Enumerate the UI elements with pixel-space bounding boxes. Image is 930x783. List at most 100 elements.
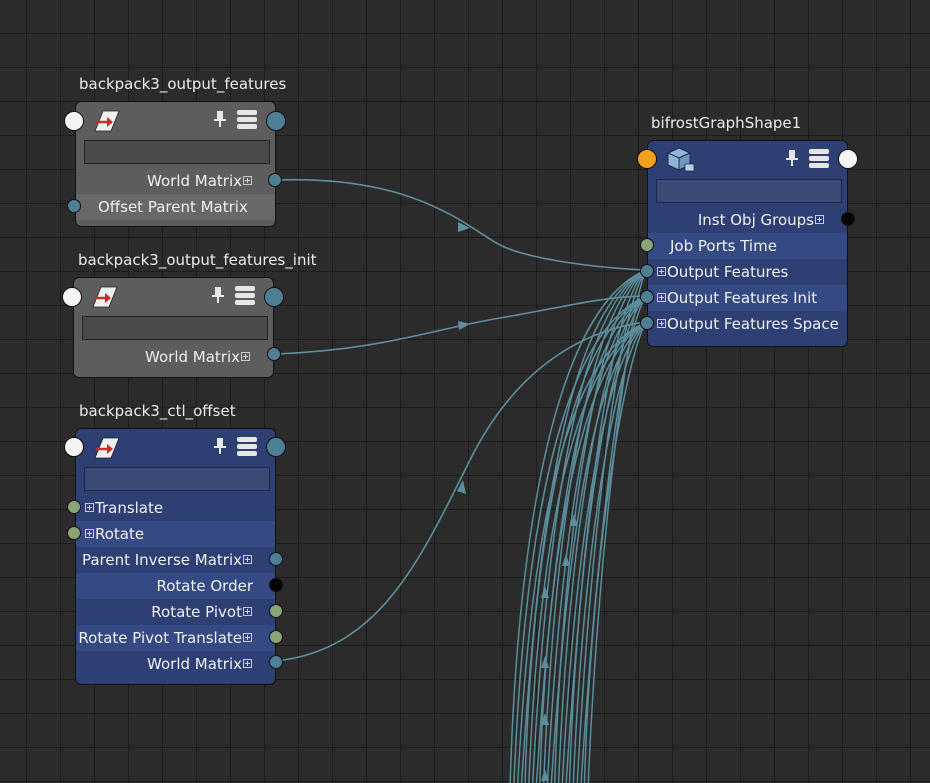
attribute-stack-icon[interactable] bbox=[235, 285, 255, 305]
bundle-wire[interactable] bbox=[554, 269, 647, 783]
port-inst-obj-groups-out[interactable] bbox=[841, 212, 855, 226]
port-parent-inverse-matrix-out[interactable] bbox=[269, 552, 283, 566]
node-name-field[interactable] bbox=[82, 316, 268, 340]
expand-icon[interactable] bbox=[85, 503, 94, 512]
wire-output-features[interactable] bbox=[275, 178, 646, 271]
bundle-wire[interactable] bbox=[520, 269, 647, 783]
bundle-wire[interactable] bbox=[546, 295, 647, 783]
input-port[interactable] bbox=[637, 149, 657, 169]
bundle-wire[interactable] bbox=[580, 295, 647, 783]
wire-arrow bbox=[458, 321, 470, 330]
attr-label: Output Features bbox=[667, 263, 789, 281]
transform-arrow-icon bbox=[92, 286, 118, 308]
attr-label: Inst Obj Groups bbox=[697, 211, 814, 229]
wire-output-features-space[interactable] bbox=[275, 321, 646, 662]
pin-icon[interactable] bbox=[211, 286, 225, 304]
node-name-field[interactable] bbox=[656, 179, 842, 203]
expand-icon[interactable] bbox=[657, 267, 666, 276]
attr-row-rotate-pivot[interactable]: Rotate Pivot bbox=[76, 599, 275, 625]
port-world-matrix-out[interactable] bbox=[267, 347, 281, 361]
wire-arrow bbox=[541, 713, 549, 725]
port-rotate-pivot-translate-out[interactable] bbox=[269, 630, 283, 644]
expand-icon[interactable] bbox=[85, 529, 94, 538]
output-port[interactable] bbox=[838, 149, 858, 169]
node-ctl-offset[interactable]: Translate Rotate Parent Inverse Matrix R… bbox=[75, 428, 276, 685]
port-world-matrix-out[interactable] bbox=[269, 655, 283, 669]
pin-icon[interactable] bbox=[785, 149, 799, 167]
node-bifrost-graph-shape[interactable]: Inst Obj Groups Job Ports Time Output Fe… bbox=[647, 140, 848, 347]
output-port[interactable] bbox=[266, 111, 286, 131]
attr-label: Rotate bbox=[95, 525, 145, 543]
expand-icon[interactable] bbox=[241, 352, 250, 361]
bundle-wire[interactable] bbox=[583, 321, 647, 783]
port-output-features-in[interactable] bbox=[640, 264, 654, 278]
attribute-stack-icon[interactable] bbox=[809, 148, 829, 168]
expand-icon[interactable] bbox=[243, 176, 252, 185]
attr-label: Offset Parent Matrix bbox=[98, 198, 248, 216]
attr-row-translate[interactable]: Translate bbox=[76, 495, 275, 521]
wire-arrow bbox=[541, 586, 549, 598]
node-output-features-init[interactable]: World Matrix bbox=[73, 277, 274, 378]
node-output-features[interactable]: World Matrix Offset Parent Matrix bbox=[75, 101, 276, 227]
pin-icon[interactable] bbox=[213, 437, 227, 455]
attr-row-rotate[interactable]: Rotate bbox=[76, 521, 275, 547]
attr-label: Rotate Pivot bbox=[151, 603, 242, 621]
attr-row-parent-inverse-matrix[interactable]: Parent Inverse Matrix bbox=[76, 547, 275, 573]
bundle-wire[interactable] bbox=[572, 321, 647, 783]
wire-arrow bbox=[570, 514, 578, 526]
port-rotate-pivot-out[interactable] bbox=[269, 604, 283, 618]
attr-row-output-features-init[interactable]: Output Features Init bbox=[648, 285, 847, 311]
input-port[interactable] bbox=[62, 287, 82, 307]
bundle-wire[interactable] bbox=[565, 269, 647, 783]
expand-icon[interactable] bbox=[243, 633, 252, 642]
pin-icon[interactable] bbox=[213, 110, 227, 128]
attribute-stack-icon[interactable] bbox=[237, 436, 257, 456]
expand-icon[interactable] bbox=[657, 293, 666, 302]
node-title-output-features-init: backpack3_output_features_init bbox=[78, 251, 317, 269]
port-translate-in[interactable] bbox=[67, 500, 81, 514]
port-output-features-init-in[interactable] bbox=[640, 290, 654, 304]
attr-row-output-features[interactable]: Output Features bbox=[648, 259, 847, 285]
attr-row-job-ports-time[interactable]: Job Ports Time bbox=[648, 233, 847, 259]
output-port[interactable] bbox=[266, 437, 286, 457]
port-rotate-order-out[interactable] bbox=[269, 578, 283, 592]
bundle-wire[interactable] bbox=[550, 321, 647, 783]
bundle-wire[interactable] bbox=[513, 295, 647, 783]
port-output-features-space-in[interactable] bbox=[640, 316, 654, 330]
expand-icon[interactable] bbox=[657, 319, 666, 328]
attr-row-inst-obj-groups[interactable]: Inst Obj Groups bbox=[648, 207, 847, 233]
bundle-wire[interactable] bbox=[535, 295, 647, 783]
attribute-stack-icon[interactable] bbox=[237, 109, 257, 129]
expand-icon[interactable] bbox=[243, 555, 252, 564]
attr-row-offset-parent-matrix[interactable]: Offset Parent Matrix bbox=[76, 194, 275, 220]
input-port[interactable] bbox=[64, 437, 84, 457]
input-port[interactable] bbox=[64, 111, 84, 131]
expand-icon[interactable] bbox=[815, 215, 824, 224]
attr-row-output-features-space[interactable]: Output Features Space bbox=[648, 311, 847, 337]
output-port[interactable] bbox=[264, 287, 284, 307]
bundle-wire[interactable] bbox=[531, 269, 647, 783]
wire-output-features-init[interactable] bbox=[275, 295, 646, 355]
attr-row-world-matrix[interactable]: World Matrix bbox=[76, 651, 275, 677]
bundle-wire[interactable] bbox=[587, 269, 647, 783]
node-name-field[interactable] bbox=[84, 140, 270, 164]
bundle-wire[interactable] bbox=[568, 295, 647, 783]
node-name-field[interactable] bbox=[84, 467, 270, 491]
attr-label: Output Features Init bbox=[667, 289, 818, 307]
port-job-ports-time-in[interactable] bbox=[640, 238, 654, 252]
bifrost-cube-icon bbox=[667, 147, 695, 172]
attr-row-world-matrix[interactable]: World Matrix bbox=[74, 344, 273, 370]
port-world-matrix-out[interactable] bbox=[268, 173, 282, 187]
port-rotate-in[interactable] bbox=[67, 526, 81, 540]
attr-row-rotate-order[interactable]: Rotate Order bbox=[76, 573, 275, 599]
expand-icon[interactable] bbox=[243, 607, 252, 616]
attr-row-rotate-pivot-translate[interactable]: Rotate Pivot Translate bbox=[76, 625, 275, 651]
expand-icon[interactable] bbox=[243, 659, 252, 668]
bundle-wire[interactable] bbox=[576, 269, 647, 783]
bundle-wire[interactable] bbox=[542, 269, 647, 783]
bundle-wire[interactable] bbox=[509, 269, 647, 783]
attr-label: Rotate Pivot Translate bbox=[78, 629, 242, 647]
port-offset-parent-matrix-in[interactable] bbox=[67, 199, 81, 213]
attr-row-world-matrix[interactable]: World Matrix bbox=[76, 168, 275, 194]
attr-label: Translate bbox=[95, 499, 164, 517]
